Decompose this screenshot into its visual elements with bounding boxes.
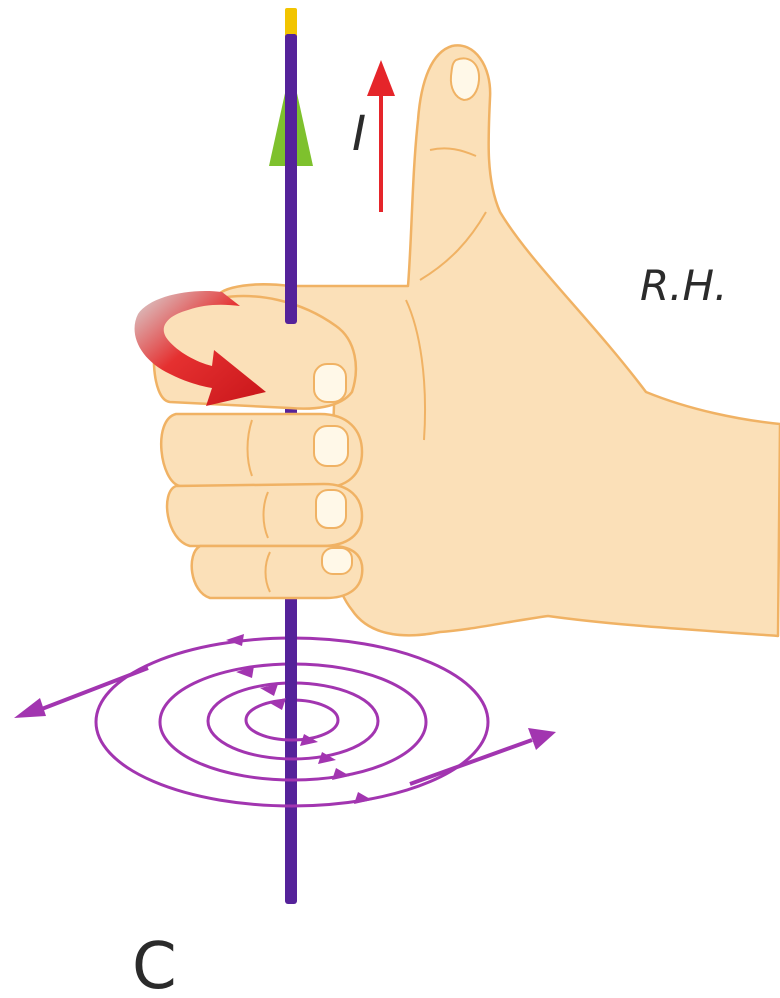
fingernail-ring bbox=[316, 490, 346, 528]
current-label: I bbox=[352, 106, 366, 162]
right-hand-label: R.H. bbox=[640, 261, 727, 310]
wire-tip bbox=[285, 8, 297, 38]
current-label-arrow-icon bbox=[367, 60, 395, 212]
fingernail-middle bbox=[314, 426, 348, 466]
right-hand-icon bbox=[154, 45, 780, 636]
fingernail-little bbox=[322, 548, 352, 574]
panel-label: C bbox=[132, 930, 177, 998]
wire-front-segment bbox=[285, 34, 297, 324]
fingernail-index bbox=[314, 364, 346, 402]
